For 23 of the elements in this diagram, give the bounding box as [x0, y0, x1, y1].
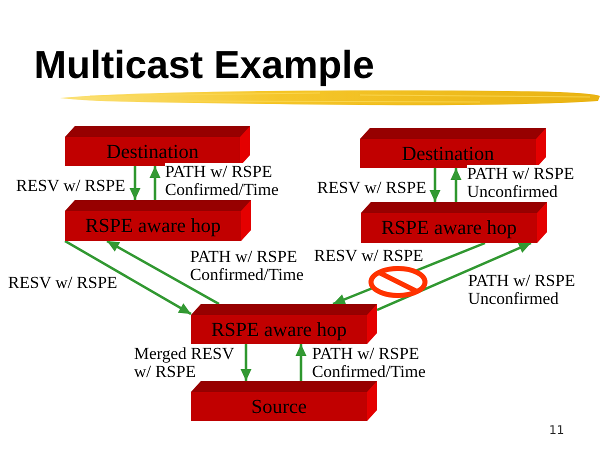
arrow	[64, 240, 192, 316]
arrow	[130, 166, 140, 200]
arrow	[450, 168, 462, 202]
node-label: Source	[251, 396, 307, 418]
block-3d	[65, 200, 251, 241]
node-label: Destination	[106, 140, 199, 162]
block-3d	[360, 128, 546, 168]
arrow	[376, 242, 532, 312]
arrow	[430, 168, 440, 202]
block-3d	[65, 126, 250, 166]
arrow	[106, 240, 220, 306]
title: Multicast Example	[34, 46, 374, 85]
block-3d	[361, 202, 547, 243]
arrow	[150, 166, 160, 200]
node-label: RSPE aware hop	[85, 215, 221, 237]
node-label: RSPE aware hop	[381, 217, 517, 239]
block-3d	[191, 381, 377, 421]
block-3d	[191, 304, 377, 344]
node-label: RSPE aware hop	[211, 318, 347, 340]
node-label: Destination	[402, 142, 494, 164]
arrow	[240, 344, 252, 381]
page-number: 11	[549, 423, 564, 437]
arrow	[296, 344, 306, 381]
